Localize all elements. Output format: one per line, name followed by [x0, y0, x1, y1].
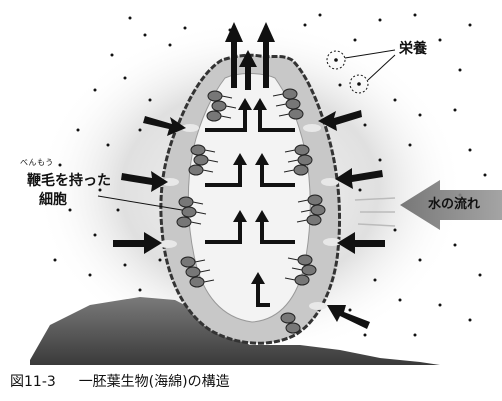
water-flow-arrow — [400, 180, 502, 230]
flagellated-cell-ruby: べんもう — [20, 158, 54, 167]
ostia-pores — [159, 124, 341, 310]
figure-caption: 図11-3 一胚葉生物(海綿)の構造 — [10, 371, 230, 391]
figure-title: 一胚葉生物(海綿)の構造 — [78, 374, 230, 390]
nutrient-callout — [326, 49, 396, 94]
water-flow-streaks — [354, 197, 396, 227]
internal-arrowheads — [233, 98, 269, 284]
flagellated-cell-label-line2: 細胞 — [39, 192, 67, 208]
flagella — [190, 93, 312, 283]
outflow-arrows — [225, 22, 275, 90]
internal-flow-arrows — [205, 108, 295, 307]
nutrient-particles — [53, 13, 487, 337]
rock-substrate — [30, 297, 440, 365]
figure-number: 図11-3 — [10, 374, 56, 390]
flagellated-cell-label-line1: 鞭毛を持った — [27, 173, 111, 189]
flagellated-cell-pointer — [97, 195, 183, 211]
inflow-arrows — [113, 110, 385, 329]
nutrients-label: 栄養 — [399, 41, 427, 57]
water-flow-label: 水の流れ — [428, 197, 481, 212]
